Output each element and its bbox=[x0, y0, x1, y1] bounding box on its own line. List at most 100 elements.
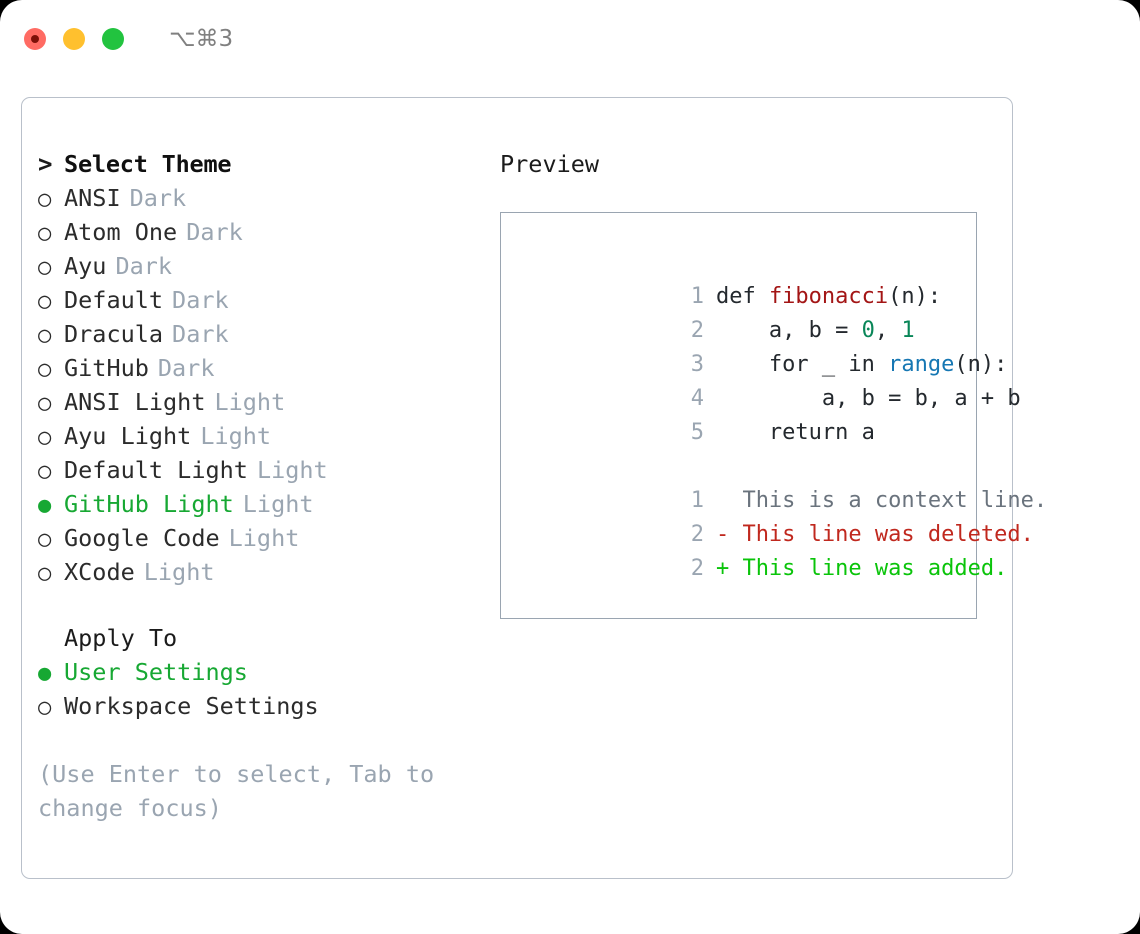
theme-list-heading-label: Select Theme bbox=[64, 150, 232, 178]
code-token: a, b = b, a + b bbox=[715, 386, 1021, 411]
theme-label: GitHub bbox=[64, 354, 149, 382]
section-spacer bbox=[38, 589, 478, 621]
theme-variant-badge: Dark bbox=[129, 184, 187, 212]
code-token: def bbox=[715, 284, 769, 309]
theme-label: Default Light bbox=[64, 456, 248, 484]
line-number: 2 bbox=[690, 522, 704, 547]
radio-icon: ○ bbox=[38, 221, 52, 246]
radio-icon: ○ bbox=[38, 323, 52, 348]
diff-text: + This line was added. bbox=[715, 556, 1008, 581]
line-number: 3 bbox=[690, 352, 704, 377]
theme-list-heading: > Select Theme bbox=[38, 147, 478, 181]
line-number: 5 bbox=[690, 420, 704, 445]
theme-item-github-light[interactable]: ● GitHub Light Light bbox=[38, 487, 478, 521]
theme-variant-badge: Dark bbox=[115, 252, 173, 280]
line-number: 1 bbox=[690, 284, 704, 309]
radio-icon: ○ bbox=[38, 391, 52, 416]
radio-selected-icon: ● bbox=[38, 493, 52, 518]
line-number: 4 bbox=[690, 386, 704, 411]
apply-to-workspace-settings[interactable]: ○ Workspace Settings bbox=[38, 689, 478, 723]
theme-label: Google Code bbox=[64, 524, 220, 552]
title-bar: ⌥⌘3 bbox=[0, 0, 1140, 78]
apply-to-label: User Settings bbox=[64, 658, 248, 686]
diff-text: - This line was deleted. bbox=[715, 522, 1034, 547]
code-line: 2 a, b = 0, 1 bbox=[519, 280, 976, 343]
keyboard-shortcut-label: ⌥⌘3 bbox=[169, 26, 234, 52]
window-controls bbox=[24, 28, 124, 50]
code-token: , bbox=[874, 318, 902, 343]
theme-variant-badge: Light bbox=[143, 558, 215, 586]
radio-selected-icon: ● bbox=[38, 661, 52, 686]
diff-text: This is a context line. bbox=[715, 488, 1048, 513]
radio-icon: ○ bbox=[38, 527, 52, 552]
theme-item-ansi-dark[interactable]: ○ ANSI Dark bbox=[38, 181, 478, 215]
theme-item-google-code[interactable]: ○ Google Code Light bbox=[38, 521, 478, 555]
theme-variant-badge: Dark bbox=[157, 354, 215, 382]
code-line: 5 return a bbox=[519, 382, 976, 445]
theme-variant-badge: Light bbox=[214, 388, 286, 416]
theme-item-default-light[interactable]: ○ Default Light Light bbox=[38, 453, 478, 487]
zoom-button-icon[interactable] bbox=[102, 28, 124, 50]
theme-label: Ayu bbox=[64, 252, 107, 280]
caret-icon: > bbox=[38, 150, 53, 178]
code-token-number: 0 bbox=[861, 318, 875, 343]
theme-label: Atom One bbox=[64, 218, 178, 246]
apply-to-label: Workspace Settings bbox=[64, 692, 319, 720]
close-button-icon[interactable] bbox=[24, 28, 46, 50]
preview-title: Preview bbox=[500, 150, 600, 178]
preview-column: Preview 1 def fibonacci(n): 2 a, b = 0, 1… bbox=[500, 147, 1047, 619]
code-token-number: 1 bbox=[901, 318, 915, 343]
theme-variant-badge: Dark bbox=[186, 218, 243, 246]
close-dot-icon bbox=[31, 35, 39, 43]
diff-line-context: 1 This is a context line. bbox=[519, 450, 1047, 513]
code-token: (n): bbox=[888, 284, 942, 309]
radio-icon: ○ bbox=[38, 695, 52, 720]
radio-icon: ○ bbox=[38, 357, 52, 382]
code-line: 1 def fibonacci(n): bbox=[519, 246, 976, 309]
theme-label: XCode bbox=[64, 558, 135, 586]
theme-label: ANSI bbox=[64, 184, 121, 212]
theme-item-xcode[interactable]: ○ XCode Light bbox=[38, 555, 478, 589]
radio-icon: ○ bbox=[38, 255, 52, 280]
theme-variant-badge: Dark bbox=[172, 286, 229, 314]
theme-item-ansi-light[interactable]: ○ ANSI Light Light bbox=[38, 385, 478, 419]
theme-label: Ayu Light bbox=[64, 422, 192, 450]
diff-line-deleted: 2 - This line was deleted. bbox=[519, 484, 1034, 547]
radio-icon: ○ bbox=[38, 561, 52, 586]
radio-icon: ○ bbox=[38, 187, 52, 212]
line-number: 1 bbox=[690, 488, 704, 513]
theme-variant-badge: Light bbox=[200, 422, 272, 450]
theme-label: ANSI Light bbox=[64, 388, 206, 416]
theme-item-ayu-dark[interactable]: ○ Ayu Dark bbox=[38, 249, 478, 283]
theme-variant-badge: Dark bbox=[172, 320, 229, 348]
code-token-function: fibonacci bbox=[768, 284, 889, 309]
radio-icon: ○ bbox=[38, 425, 52, 450]
line-number: 2 bbox=[690, 556, 704, 581]
theme-item-default-dark[interactable]: ○ Default Dark bbox=[38, 283, 478, 317]
radio-icon: ○ bbox=[38, 459, 52, 484]
code-token: a, b = bbox=[715, 318, 862, 343]
theme-item-atom-one-dark[interactable]: ○ Atom One Dark bbox=[38, 215, 478, 249]
code-line: 3 for _ in range(n): bbox=[519, 314, 1008, 377]
line-number: 2 bbox=[690, 318, 704, 343]
theme-item-ayu-light[interactable]: ○ Ayu Light Light bbox=[38, 419, 478, 453]
diff-line-added: 2 + This line was added. bbox=[519, 518, 1008, 581]
theme-item-github-dark[interactable]: ○ GitHub Dark bbox=[38, 351, 478, 385]
apply-to-heading: Apply To bbox=[64, 624, 178, 652]
apply-to-user-settings[interactable]: ● User Settings bbox=[38, 655, 478, 689]
theme-variant-badge: Light bbox=[256, 456, 328, 484]
theme-label: Dracula bbox=[64, 320, 164, 348]
theme-label: Default bbox=[64, 286, 164, 314]
preview-box: 1 def fibonacci(n): 2 a, b = 0, 1 3 for _… bbox=[500, 212, 1047, 619]
theme-variant-badge: Light bbox=[242, 490, 314, 518]
theme-label: GitHub Light bbox=[64, 490, 234, 518]
theme-item-dracula-dark[interactable]: ○ Dracula Dark bbox=[38, 317, 478, 351]
keyboard-hint-text: (Use Enter to select, Tab to change focu… bbox=[38, 760, 435, 822]
radio-icon: ○ bbox=[38, 289, 52, 314]
minimize-button-icon[interactable] bbox=[63, 28, 85, 50]
theme-variant-badge: Light bbox=[228, 524, 300, 552]
code-token-builtin: range bbox=[888, 352, 955, 377]
